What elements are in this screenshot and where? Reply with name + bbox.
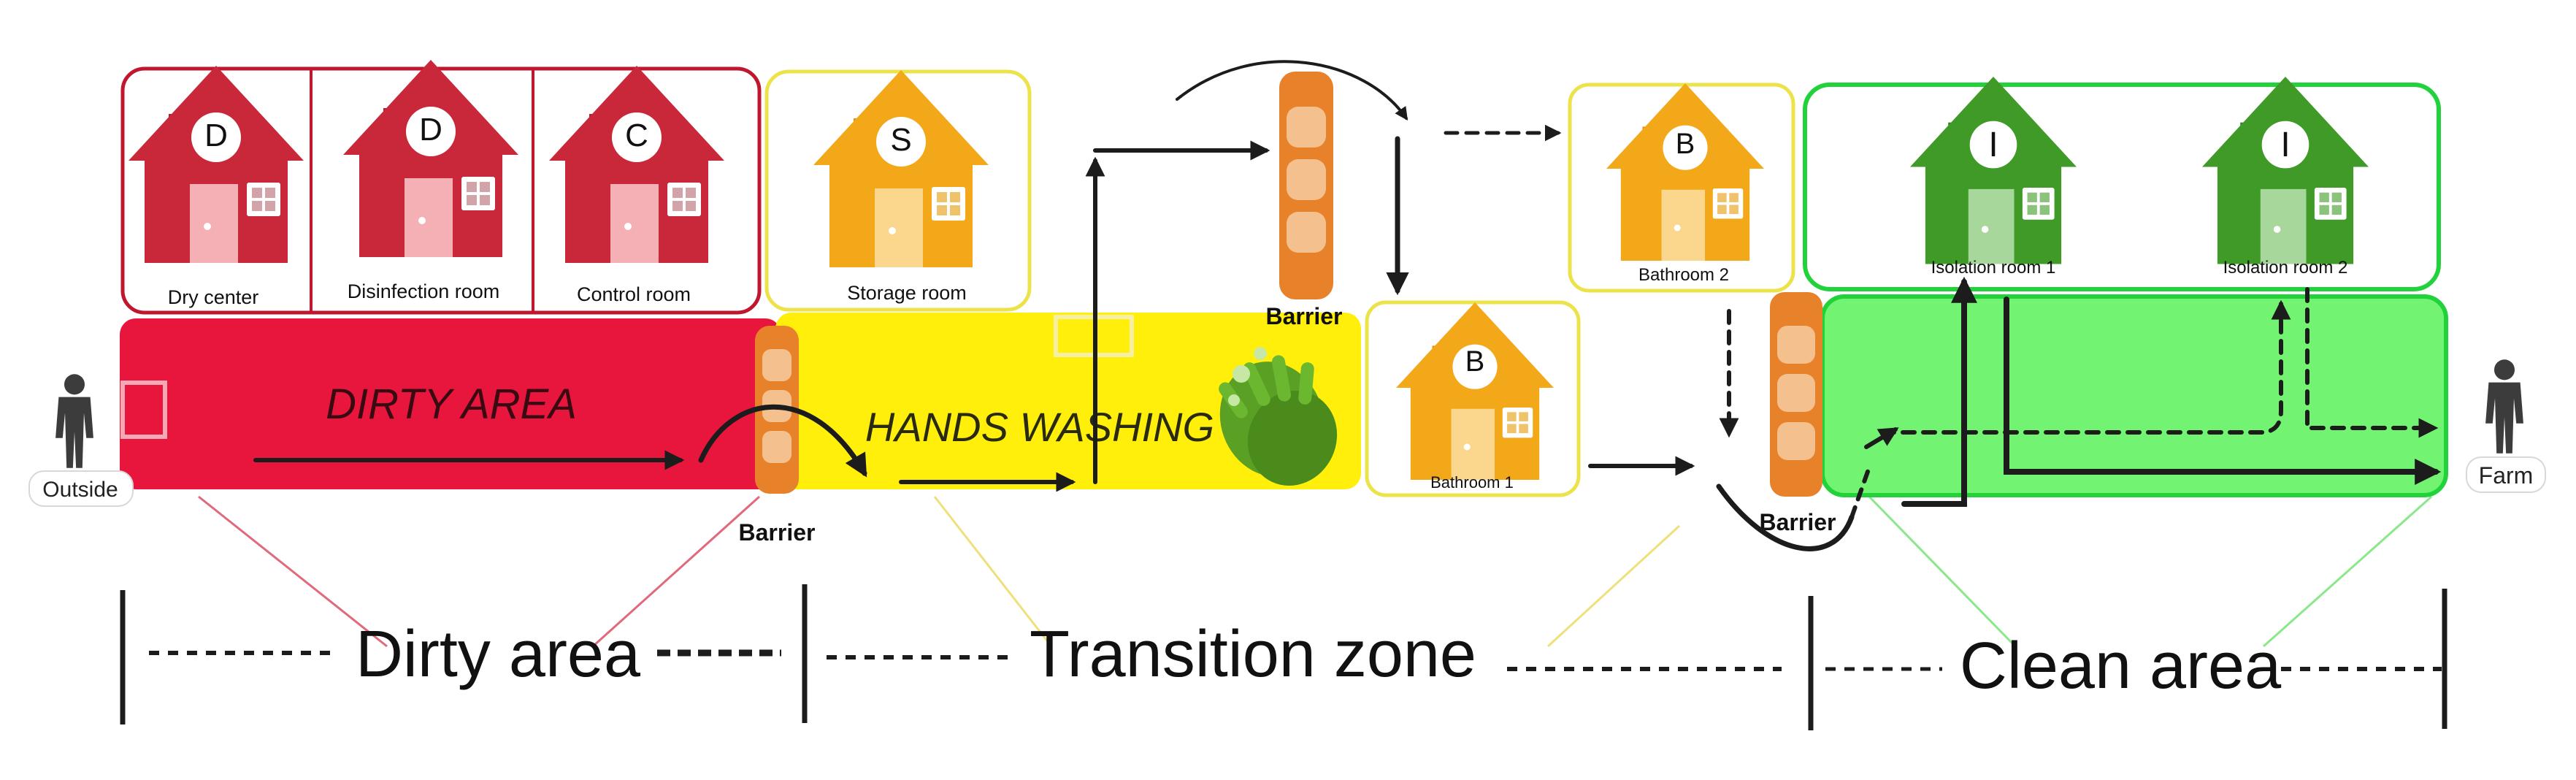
room-label: Isolation room 2	[2223, 258, 2348, 278]
room-label: Control room	[577, 283, 691, 305]
barrier-label: Barrier	[739, 519, 816, 546]
zone-label-clean: Clean area	[1960, 630, 2282, 703]
room-letter: B	[1465, 345, 1485, 378]
room-label: Bathroom 2	[1638, 265, 1729, 285]
room-letter: B	[1676, 128, 1695, 160]
person-farm: Farm	[2466, 359, 2546, 493]
zone-legend	[120, 584, 2447, 730]
zone-label-dirty: Dirty area	[356, 618, 641, 691]
room-control: C Control room	[549, 66, 724, 305]
dirty-area-band: DIRTY AREA	[120, 318, 781, 489]
hands-washing-label: HANDS WASHING	[865, 404, 1214, 450]
room-storage: S Storage room	[764, 69, 1032, 312]
farm-label: Farm	[2479, 462, 2534, 489]
person-outside: Outside	[28, 374, 134, 507]
barrier-dirty-transition: Barrier	[739, 326, 816, 546]
barrier-label: Barrier	[1266, 303, 1343, 329]
dirty-area-label: DIRTY AREA	[326, 381, 577, 428]
room-letter: S	[890, 122, 911, 158]
room-bathroom-2: B Bathroom 2	[1568, 83, 1795, 293]
room-disinfection: D Disinfection room	[343, 60, 518, 302]
flow-arrows	[253, 60, 2442, 551]
person-icon	[55, 374, 93, 468]
room-letter: D	[419, 112, 442, 148]
room-isolation-1: I Isolation room 1	[1910, 76, 2077, 278]
room-letter: D	[204, 118, 228, 153]
room-dry-center: D Dry center	[129, 66, 304, 308]
room-label: Dry center	[168, 286, 259, 308]
zone-connector-lines	[198, 495, 2432, 648]
clean-area-band	[1820, 294, 2448, 497]
room-label: Bathroom 1	[1430, 473, 1514, 492]
person-icon	[2485, 359, 2523, 454]
outside-label: Outside	[42, 478, 118, 502]
room-label: Isolation room 1	[1931, 258, 2056, 278]
room-label: Disinfection room	[348, 280, 500, 302]
room-bathroom-1: B Bathroom 1	[1365, 300, 1581, 497]
room-letter: C	[625, 118, 648, 153]
room-letter: I	[2280, 126, 2290, 164]
barrier-label: Barrier	[1760, 509, 1836, 535]
zone-label-transition: Transition zone	[1030, 618, 1476, 691]
hands-washing-icon	[1219, 347, 1338, 486]
room-letter: I	[1988, 126, 1998, 164]
room-label: Storage room	[847, 282, 967, 304]
room-isolation-2: I Isolation room 2	[2202, 76, 2369, 278]
barrier-top: Barrier	[1266, 72, 1343, 329]
barrier-clean: Barrier	[1760, 292, 1836, 535]
